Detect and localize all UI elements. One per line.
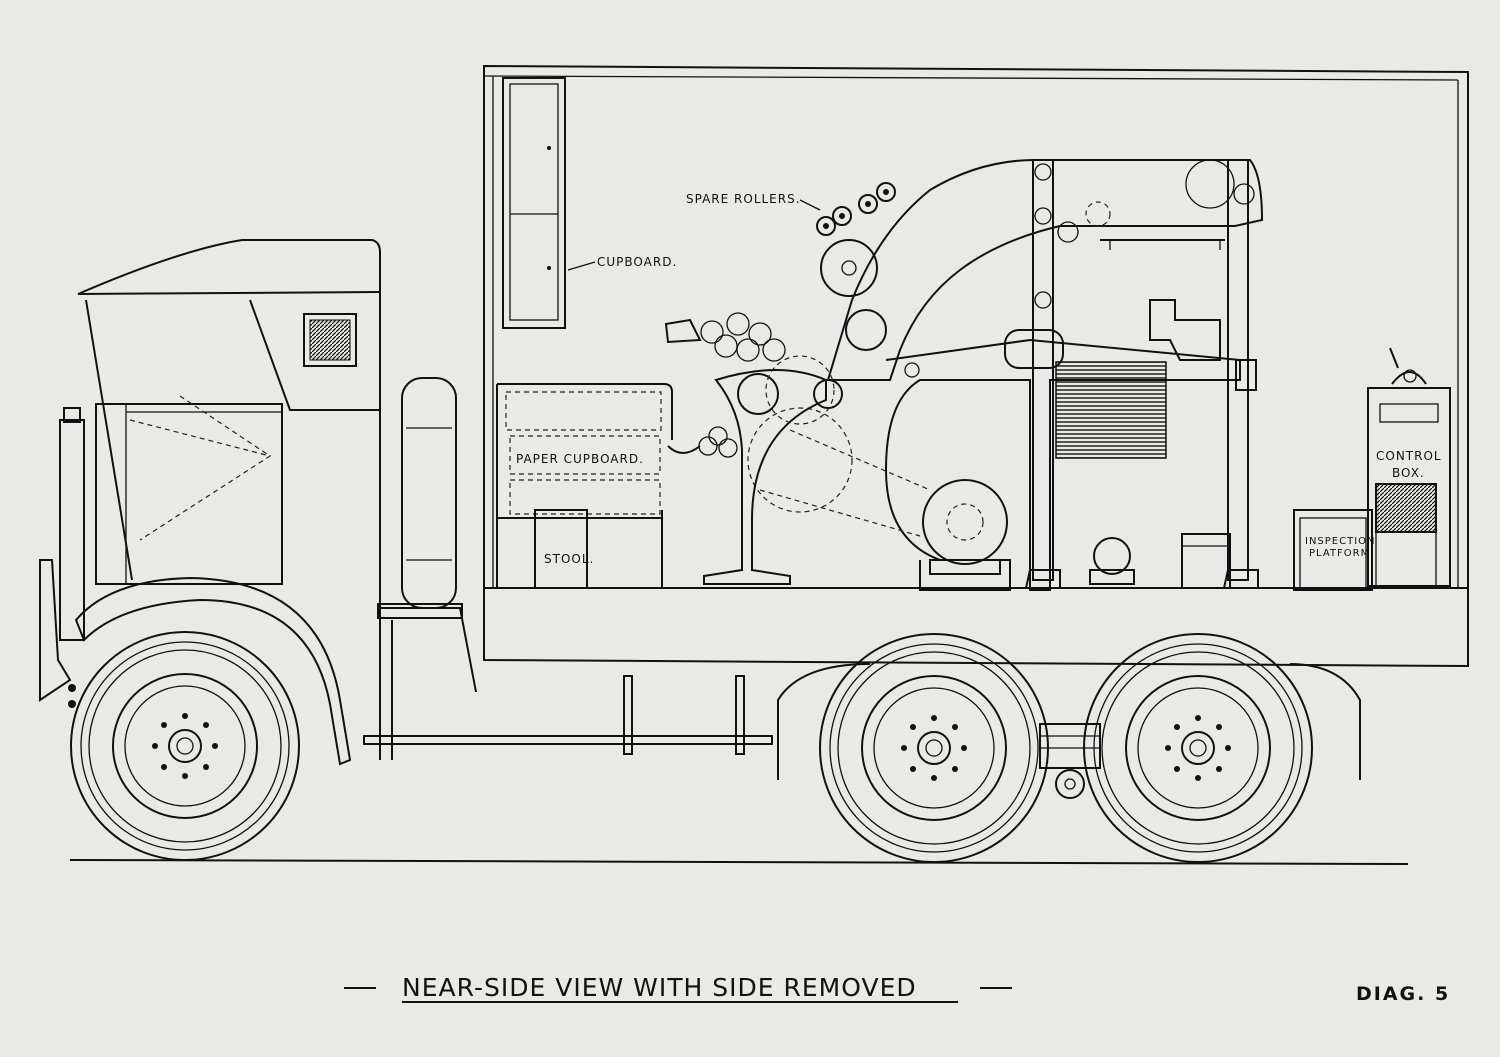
cupboard-label: CUPBOARD.: [597, 255, 677, 269]
inspection-label-2: PLATFORM.: [1309, 548, 1374, 559]
ink-rollers: [698, 312, 786, 458]
press-motor: [759, 429, 1008, 575]
control-label-2: BOX.: [1392, 466, 1425, 480]
control-box-panel: [1375, 483, 1437, 533]
paper-stack: [1055, 361, 1167, 459]
spare-rollers-drawing: [816, 182, 896, 236]
floor-pump: [1089, 533, 1231, 589]
side-step: [363, 675, 773, 755]
cab-window: [309, 319, 351, 361]
inspection-platform: [1293, 509, 1373, 591]
control-label-1: CONTROL: [1376, 449, 1442, 463]
van-body: [483, 64, 1469, 668]
rear-wheel-2: [1083, 633, 1313, 863]
fuel-tank: [377, 377, 477, 760]
front-wheel: [70, 631, 300, 861]
ground-line: [69, 859, 1409, 865]
spare-rollers-label: SPARE ROLLERS.: [686, 192, 801, 206]
stool-label: STOOL.: [544, 552, 594, 566]
control-box: [1367, 347, 1451, 587]
front-mudguard: [74, 576, 352, 766]
paper-cupboard-label: PAPER CUPBOARD.: [516, 452, 644, 466]
printing-press: [664, 159, 1264, 591]
diagram-number: DIAG. 5: [1356, 983, 1450, 1005]
cupboard-leader: [567, 261, 596, 271]
rear-suspension: [1039, 723, 1101, 799]
rear-mudguard: [777, 663, 1361, 780]
cupboard: [502, 77, 566, 329]
diagram-title: NEAR-SIDE VIEW WITH SIDE REMOVED: [402, 973, 917, 1002]
spare-rollers-leader: [799, 199, 821, 211]
inspection-label-1: INSPECTION: [1305, 536, 1376, 547]
stool: [534, 509, 588, 589]
rear-wheel-1: [819, 633, 1049, 863]
truck-cab: [39, 239, 381, 708]
